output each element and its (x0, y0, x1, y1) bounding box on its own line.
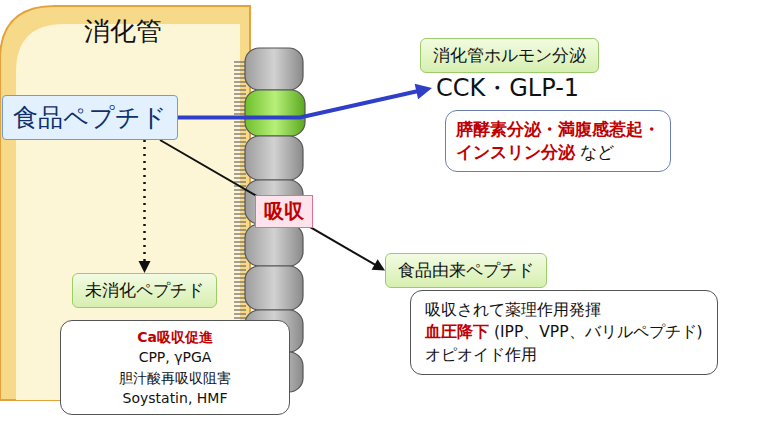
effect-text: オピオイド作用 (425, 344, 703, 366)
connector-arrow (178, 84, 432, 118)
node-text: 食品由来ペプチド (398, 260, 534, 280)
example-text: Soystatin, HMF (71, 388, 279, 408)
effect-box: 吸収されて薬理作用発揮血圧降下 (IPP、VPP、バリルペプチド) オピオイド作用 (410, 290, 718, 375)
hormone-text: CCK・GLP-1 (432, 70, 592, 106)
effect-text: 膵酵素分泌・満腹感惹起・インスリン分泌 (456, 119, 660, 162)
edge-label: 吸収 (255, 195, 313, 228)
peptide-box: 食品ペプチド (2, 95, 178, 140)
connector-arrow (139, 140, 151, 273)
effect-box: Ca吸収促進CPP, γPGA胆汁酸再吸収阻害Soystatin, HMF (60, 320, 290, 415)
connector-arrow (160, 140, 385, 271)
note-text: など (580, 142, 614, 162)
effect-text: 血圧降下 (425, 323, 489, 341)
node-text: 未消化ペプチド (85, 280, 204, 300)
header-box: 消化管ホルモン分泌 (420, 38, 599, 73)
node-text: CCK・GLP-1 (436, 74, 579, 102)
node-text: 食品ペプチド (13, 103, 167, 132)
node-text: 消化管 (0, 0, 245, 49)
example-text: (IPP、VPP、バリルペプチド) (494, 323, 703, 341)
header-box: 未消化ペプチド (72, 273, 217, 308)
effect-box: 膵酵素分泌・満腹感惹起・インスリン分泌 など (445, 110, 671, 172)
effect-text: 吸収されて薬理作用発揮 (425, 299, 703, 321)
example-text: CPP, γPGA (71, 347, 279, 367)
node-text: 消化管ホルモン分泌 (433, 45, 586, 65)
effect-text: Ca吸収促進 (71, 327, 279, 347)
effect-text: 胆汁酸再吸収阻害 (71, 368, 279, 388)
header-box: 食品由来ペプチド (385, 253, 547, 288)
